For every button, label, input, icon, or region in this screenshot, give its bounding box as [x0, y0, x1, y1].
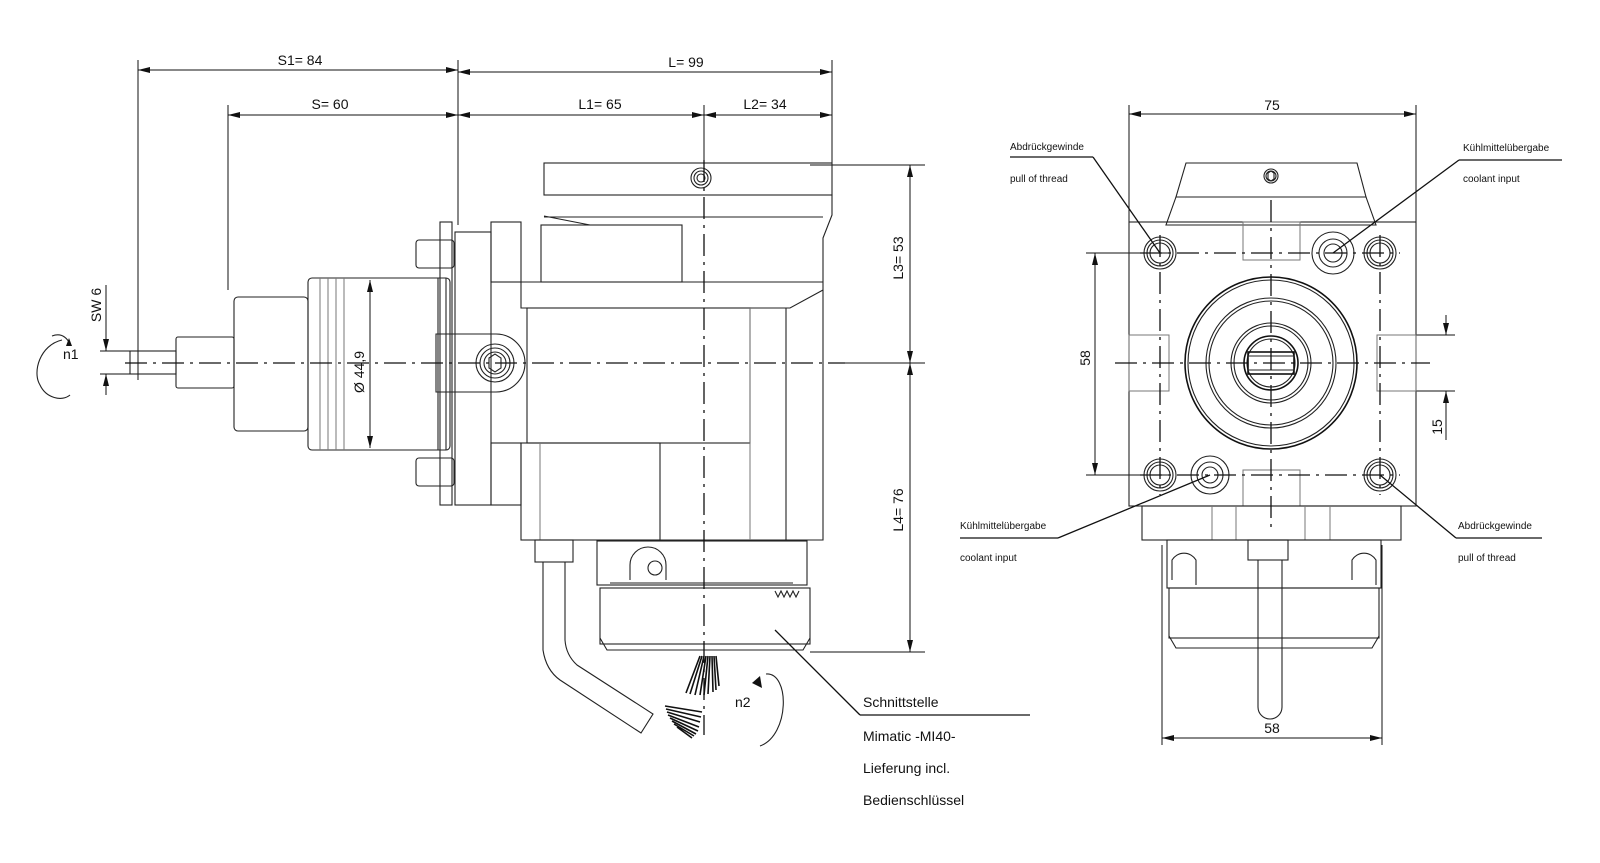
dim-s1-label: S1= 84: [278, 52, 323, 68]
dimension-l3: L3= 53: [890, 165, 913, 363]
front-view: 75 58 15 58: [960, 97, 1562, 745]
coolant-pipe: [534, 539, 654, 734]
dim-l1-label: L1= 65: [578, 96, 621, 112]
dimension-l1: L1= 65: [458, 96, 704, 118]
dim-l3-label: L3= 53: [890, 236, 906, 279]
spindle-cylinder: [233, 277, 451, 451]
dim-58v-label: 58: [1077, 350, 1093, 366]
rotation-arrow-n1: n1: [36, 334, 79, 399]
dimension-58-vertical: 58: [1077, 252, 1170, 476]
housing: [491, 162, 833, 541]
dimension-l: L= 99: [458, 54, 832, 75]
top-screw: [690, 167, 712, 189]
coolant-spray-icon: [664, 655, 720, 739]
dim-l4-label: L4= 76: [890, 488, 906, 531]
extension-lines: [137, 60, 925, 653]
callout-br-en: pull of thread: [1458, 553, 1516, 564]
dim-15-label: 15: [1429, 419, 1445, 435]
dim-s-label: S= 60: [312, 96, 349, 112]
callout-tr-de: Kühlmittelübergabe: [1463, 143, 1550, 154]
side-view: S1= 84 L= 99 S= 60 L1= 65 L2= 34 L3= 53 …: [36, 52, 1030, 808]
dimension-l2: L2= 34: [704, 96, 832, 118]
dim-diameter-label: Ø 44,9: [351, 351, 367, 393]
tool-interface-mi40: [596, 540, 811, 651]
rotation-arrow-n2: n2: [735, 673, 784, 747]
front-body: [1128, 221, 1417, 507]
dimension-s: S= 60: [228, 96, 458, 118]
callout-coolant-bottom-left: Kühlmittelübergabe coolant input: [960, 474, 1211, 564]
n1-label: n1: [63, 346, 79, 362]
dim-75-label: 75: [1264, 97, 1280, 113]
dim-l-label: L= 99: [668, 54, 704, 70]
callout-line-4: Bedienschlüssel: [863, 792, 964, 808]
callout-line-1: Schnittstelle: [863, 694, 939, 710]
callout-interface: Schnittstelle Mimatic -MI40- Lieferung i…: [774, 629, 1030, 808]
dimension-15: 15: [1395, 315, 1455, 440]
callout-coolant-top-right: Kühlmittelübergabe coolant input: [1332, 143, 1562, 254]
dimension-58-horizontal: 58: [1161, 545, 1383, 745]
dimension-75: 75: [1128, 97, 1417, 235]
dimension-l4: L4= 76: [890, 363, 913, 652]
dim-l2-label: L2= 34: [743, 96, 786, 112]
callout-bl-en: coolant input: [960, 553, 1017, 564]
callout-thread-bottom-right: Abdrückgewinde pull of thread: [1379, 474, 1542, 564]
dim-sw-label: SW 6: [88, 288, 104, 322]
callout-tl-en: pull of thread: [1010, 174, 1068, 185]
n2-label: n2: [735, 694, 751, 710]
dimension-s1: S1= 84: [138, 52, 458, 73]
callout-tl-de: Abdrückgewinde: [1010, 142, 1084, 153]
callout-br-de: Abdrückgewinde: [1458, 521, 1532, 532]
callout-line-2: Mimatic -MI40-: [863, 728, 956, 744]
callout-tr-en: coolant input: [1463, 174, 1520, 185]
dimension-sw: SW 6: [88, 285, 160, 395]
dim-58h-label: 58: [1264, 720, 1280, 736]
top-block: [1165, 162, 1377, 226]
front-interface: [1141, 505, 1402, 720]
dimension-diameter: Ø 44,9: [351, 280, 373, 448]
callout-bl-de: Kühlmittelübergabe: [960, 521, 1047, 532]
callout-thread-top-left: Abdrückgewinde pull of thread: [1010, 142, 1161, 254]
callout-line-3: Lieferung incl.: [863, 760, 950, 776]
